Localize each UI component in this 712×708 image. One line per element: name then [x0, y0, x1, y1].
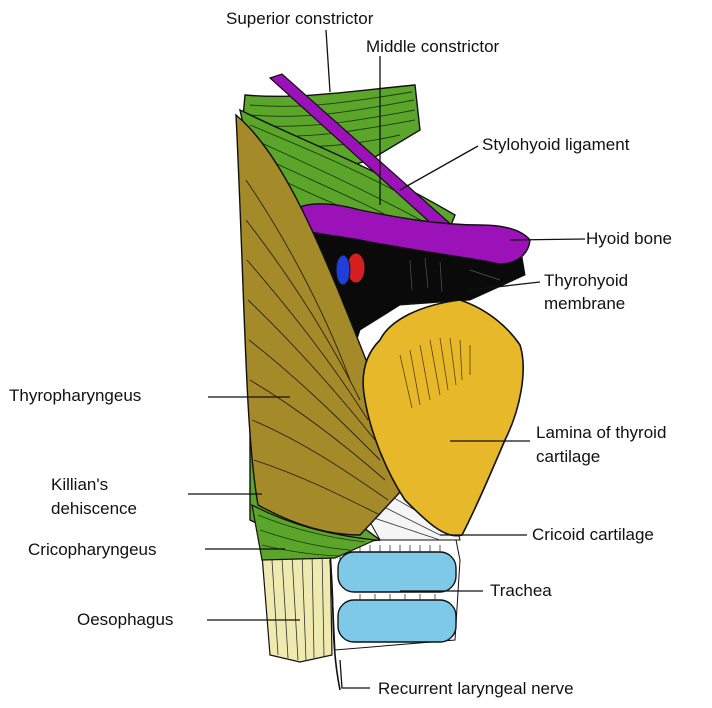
label-killians-line1: Killian's	[51, 474, 108, 495]
label-hyoid-bone: Hyoid bone	[586, 228, 672, 249]
leader-superior-constrictor	[326, 30, 330, 92]
label-middle-constrictor: Middle constrictor	[366, 36, 499, 57]
label-recurrent-laryngeal-nerve: Recurrent laryngeal nerve	[378, 678, 574, 699]
label-stylohyoid-ligament: Stylohyoid ligament	[482, 134, 629, 155]
label-cricopharyngeus: Cricopharyngeus	[28, 539, 157, 560]
label-thyrohyoid-line1: Thyrohyoid	[544, 270, 628, 291]
label-superior-constrictor: Superior constrictor	[226, 8, 373, 29]
trachea-ring-upper	[338, 552, 456, 592]
label-cricoid-cartilage: Cricoid cartilage	[532, 524, 654, 545]
label-thyrohyoid-line2: membrane	[544, 293, 625, 314]
label-trachea: Trachea	[490, 580, 552, 601]
leader-recurrent	[340, 660, 370, 688]
label-lamina-line1: Lamina of thyroid	[536, 422, 666, 443]
label-killians-line2: dehiscence	[51, 498, 137, 519]
trachea-ring-lower	[338, 600, 456, 642]
label-thyropharyngeus: Thyropharyngeus	[9, 385, 141, 406]
label-lamina-line2: cartilage	[536, 446, 600, 467]
vessel-blue	[336, 255, 350, 285]
leader-stylohyoid	[400, 146, 478, 190]
label-oesophagus: Oesophagus	[77, 609, 173, 630]
